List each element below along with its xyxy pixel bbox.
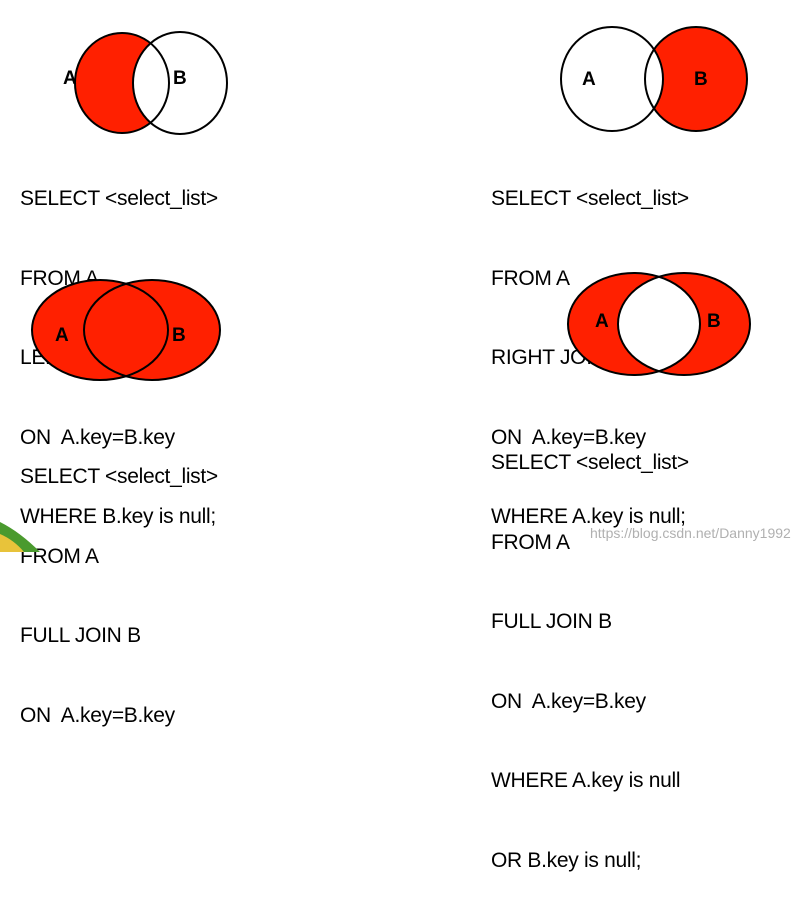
label-a: A bbox=[55, 325, 69, 346]
label-b: B bbox=[694, 69, 708, 90]
sql-line: WHERE A.key is null bbox=[491, 769, 681, 792]
sql-full-join-exclusive: SELECT <select_list> FROM A FULL JOIN B … bbox=[491, 397, 689, 901]
sql-line: FROM A bbox=[491, 530, 570, 554]
sql-line: SELECT <select_list> bbox=[491, 187, 689, 210]
sql-line: FULL JOIN B bbox=[491, 610, 612, 633]
intersection-region bbox=[618, 273, 700, 375]
label-b: B bbox=[173, 68, 187, 89]
corner-decoration bbox=[0, 522, 40, 552]
set-b-circle bbox=[84, 280, 220, 380]
sql-full-join: SELECT <select_list> FROM A FULL JOIN B … bbox=[20, 411, 218, 756]
set-a-circle bbox=[561, 27, 663, 131]
sql-line: OR B.key is null; bbox=[491, 848, 642, 872]
venn-full-join: A B bbox=[31, 279, 221, 381]
label-b: B bbox=[707, 311, 721, 332]
sql-line: WHERE B.key is null; bbox=[20, 505, 216, 528]
sql-line: ON A.key=B.key bbox=[20, 425, 175, 449]
sql-line: ON A.key=B.key bbox=[491, 689, 646, 713]
sql-line: WHERE A.key is null; bbox=[491, 505, 686, 528]
intersection-region bbox=[133, 33, 169, 133]
venn-right-join-exclusive: A B bbox=[560, 26, 748, 132]
label-a: A bbox=[595, 311, 609, 332]
sql-line: ON A.key=B.key bbox=[20, 703, 175, 727]
sql-line: FROM A bbox=[491, 266, 570, 290]
sql-line: SELECT <select_list> bbox=[491, 451, 689, 474]
sql-line: FULL JOIN B bbox=[20, 624, 141, 647]
sql-line: ON A.key=B.key bbox=[491, 425, 646, 449]
label-b: B bbox=[172, 325, 186, 346]
set-b-circle bbox=[645, 27, 747, 131]
venn-left-join-exclusive: A B bbox=[63, 31, 228, 135]
label-a: A bbox=[63, 68, 77, 89]
label-a: A bbox=[582, 69, 596, 90]
sql-line: SELECT <select_list> bbox=[20, 187, 218, 210]
venn-full-join-exclusive: A B bbox=[567, 272, 751, 376]
watermark: https://blog.csdn.net/Danny1992 bbox=[590, 525, 791, 541]
sql-line: SELECT <select_list> bbox=[20, 465, 218, 488]
